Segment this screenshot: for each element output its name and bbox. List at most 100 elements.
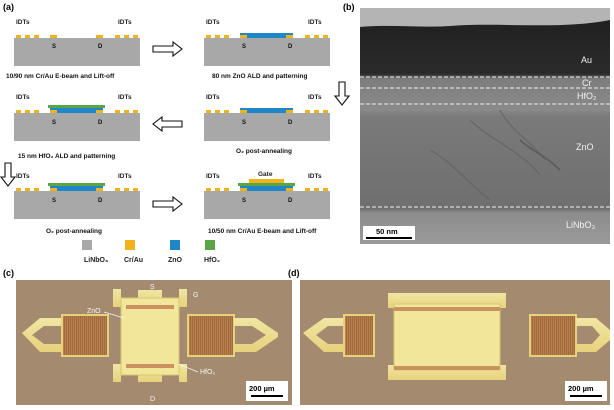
source-label: S xyxy=(242,198,246,204)
linbo3-substrate xyxy=(14,38,140,66)
zno-channel xyxy=(50,186,103,188)
pad-lead xyxy=(113,289,121,307)
scale-bar xyxy=(366,237,412,239)
legend-swatch-linbo3 xyxy=(82,240,92,250)
step-caption: 10/50 nm Cr/Au E-beam and Lift-off xyxy=(208,228,317,235)
idt-electrode xyxy=(206,110,211,113)
idt-fingers-right xyxy=(529,314,577,357)
idt-label: IDTs xyxy=(16,94,30,101)
legend-swatch-crau xyxy=(125,240,135,250)
zno-channel xyxy=(247,36,286,38)
idt-electrode xyxy=(34,188,39,191)
idt-electrode xyxy=(133,110,138,113)
process-step-6: IDTs IDTs Gate S D 10/50 nm Cr/Au E-beam… xyxy=(204,171,330,235)
drain-electrode xyxy=(96,188,103,191)
legend-swatch-hfo2 xyxy=(205,240,215,250)
linbo3-substrate xyxy=(204,113,330,141)
layer-label-cr: Cr xyxy=(582,78,592,88)
hfo2-layer xyxy=(48,183,105,186)
panel-b-label: (b) xyxy=(343,2,355,12)
idt-fingers-right xyxy=(187,314,235,357)
scale-bar-label: 50 nm xyxy=(376,227,398,236)
gate-electrode xyxy=(393,303,501,371)
drain-electrode xyxy=(286,35,293,38)
panel-c-label: (c) xyxy=(3,268,14,278)
idt-electrode xyxy=(323,35,328,38)
tem-cross-section: Au Cr HfO₂ ZnO LiNbO₃ 50 nm xyxy=(360,8,610,244)
gate-electrode xyxy=(120,297,180,376)
zno-channel xyxy=(247,188,286,191)
gate-electrode xyxy=(249,179,284,183)
hfo2-edge xyxy=(394,307,500,311)
layer-label-hfo2: HfO₂ xyxy=(577,91,597,101)
hfo2-edge xyxy=(394,366,500,370)
idt-electrode xyxy=(206,188,211,191)
drain-label: D xyxy=(98,44,103,50)
arrow-down xyxy=(0,162,17,187)
linbo3-substrate xyxy=(204,38,330,66)
idt-electrode xyxy=(25,35,30,38)
arrow-down xyxy=(333,81,351,106)
layer-label-au: Au xyxy=(581,55,592,65)
zno-channel xyxy=(247,110,286,113)
source-label: S xyxy=(52,198,56,204)
zno-pointer xyxy=(103,311,125,319)
micrograph-d: 200 µm xyxy=(300,280,610,405)
arrow-right xyxy=(152,40,183,58)
idt-electrode xyxy=(323,110,328,113)
source-label: S xyxy=(242,44,246,50)
source-electrode xyxy=(240,188,247,191)
source-electrode xyxy=(240,110,247,113)
drain-electrode xyxy=(286,110,293,113)
legend-label: Cr/Au xyxy=(124,257,143,264)
tem-image xyxy=(360,8,610,244)
idt-electrode xyxy=(323,188,328,191)
idt-feedline-left xyxy=(22,318,62,352)
source-electrode xyxy=(50,35,57,38)
drain-label: D xyxy=(98,198,103,204)
zno-channel xyxy=(57,188,96,191)
hfo2-layer xyxy=(48,105,105,108)
idt-label: IDTs xyxy=(118,173,132,180)
arrow-right xyxy=(152,195,183,213)
idt-electrode xyxy=(133,188,138,191)
drain-label: D xyxy=(98,120,103,126)
step-caption: O₂ post-annealing xyxy=(236,148,292,155)
idt-electrode xyxy=(314,110,319,113)
idt-electrode xyxy=(305,110,310,113)
arrow-left xyxy=(152,115,183,133)
step-caption: 15 nm HfO₂ ALD and patterning xyxy=(18,153,115,160)
label-drain: D xyxy=(150,396,155,403)
pad-lead xyxy=(113,364,121,382)
panel-a-label: (a) xyxy=(3,2,14,12)
micrograph-c: S G D ZnO HfO₂ 200 µm xyxy=(16,280,292,405)
material-legend: LiNbO₃ Cr/Au ZnO HfO₂ xyxy=(82,240,220,264)
process-step-3: IDTs IDTs S D O₂ post-annealing xyxy=(204,94,330,155)
zno-channel xyxy=(240,33,293,36)
source-label: S xyxy=(52,120,56,126)
idt-label: IDTs xyxy=(308,173,322,180)
idt-electrode xyxy=(124,110,129,113)
idt-fingers-left xyxy=(61,314,109,357)
idt-label: IDTs xyxy=(308,19,322,26)
idt-electrode xyxy=(115,188,120,191)
pad-lead xyxy=(179,364,187,382)
idt-electrode xyxy=(224,35,229,38)
layer-label-zno: ZnO xyxy=(576,142,594,152)
hfo2-pointer xyxy=(177,363,199,373)
step-caption: 10/90 nm Cr/Au E-beam and Lift-off xyxy=(6,73,115,80)
idt-electrode xyxy=(133,35,138,38)
idt-fingers-left xyxy=(343,314,375,357)
scale-bar xyxy=(570,395,602,397)
idt-electrode xyxy=(314,188,319,191)
drain-label: D xyxy=(288,198,293,204)
idt-label: IDTs xyxy=(206,173,220,180)
process-step-1: IDTs IDTs S D 10/90 nm Cr/Au E-beam and … xyxy=(6,19,140,80)
idt-electrode xyxy=(124,188,129,191)
label-hfo2: HfO₂ xyxy=(200,369,215,376)
idt-electrode xyxy=(314,35,319,38)
idt-electrode xyxy=(115,35,120,38)
idt-label: IDTs xyxy=(308,94,322,101)
idt-electrode xyxy=(115,110,120,113)
legend-label: LiNbO₃ xyxy=(84,257,108,264)
